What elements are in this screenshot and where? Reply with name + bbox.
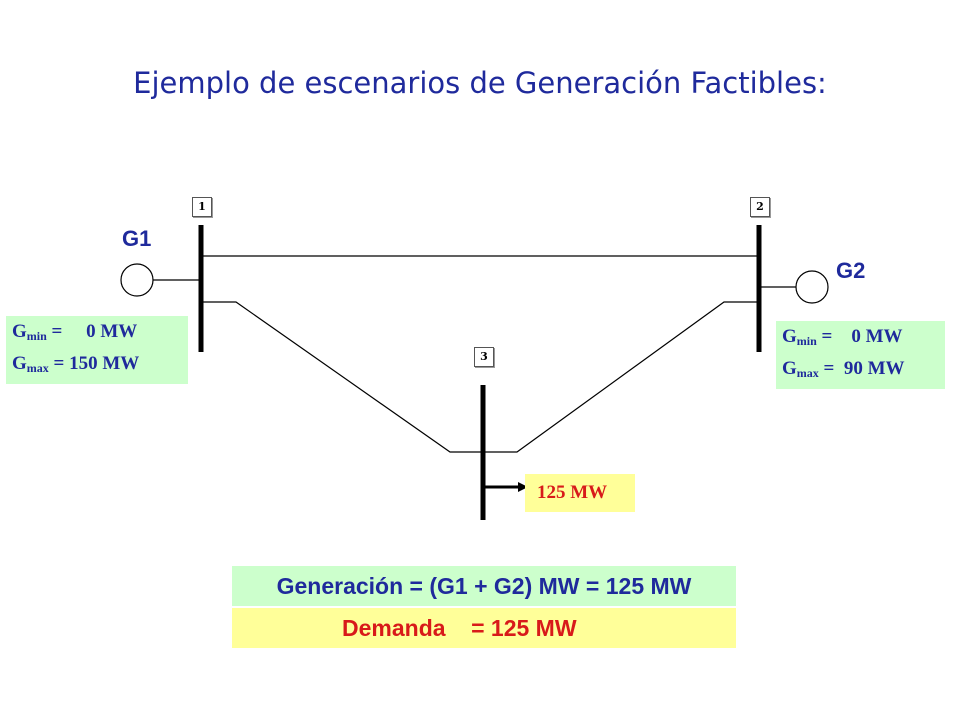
line-2-3	[483, 301, 759, 453]
generation-equation: Generación = (G1 + G2) MW = 125 MW	[232, 566, 736, 606]
gen-1-symbol	[120, 263, 154, 297]
gen-1-label: G1	[122, 226, 152, 251]
load-arrow-head	[518, 482, 528, 492]
gen-2-label: G2	[836, 258, 866, 283]
gen-2-gmax: Gmax = 90 MW	[782, 358, 905, 380]
gen-2-limits: Gmin = 0 MW Gmax = 90 MW	[776, 321, 945, 389]
demand-equation: Demanda = 125 MW	[232, 608, 736, 648]
load-value: 125 MW	[525, 474, 635, 512]
gen-1-gmin: Gmin = 0 MW	[12, 321, 138, 343]
bus-2-number: 2	[750, 197, 770, 217]
gen-2-gmin: Gmin = 0 MW	[782, 326, 903, 348]
page-title: Ejemplo de escenarios de Generación Fact…	[133, 66, 827, 100]
gen-2-symbol	[795, 270, 829, 304]
line-1-3	[201, 301, 483, 453]
gen-1-gmax: Gmax = 150 MW	[12, 353, 140, 375]
bus-1-number: 1	[192, 197, 212, 217]
bus-3-number: 3	[474, 347, 494, 367]
gen-1-limits: Gmin = 0 MW Gmax = 150 MW	[6, 316, 188, 384]
